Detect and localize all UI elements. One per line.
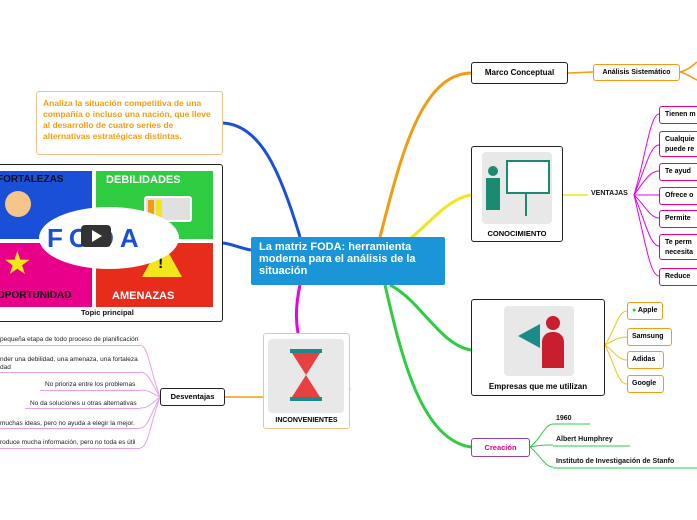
desventaja-1[interactable]: pequeña etapa de todo proceso de planifi… — [0, 336, 139, 343]
marco-conceptual-label: Marco Conceptual — [484, 68, 555, 77]
ventaja-item-3[interactable]: Te ayud — [659, 163, 697, 181]
star-icon: ★ — [3, 245, 32, 281]
central-topic[interactable]: La matriz FODA: herramienta moderna para… — [251, 237, 445, 285]
oportunidad-label: OPORTUNIDAD — [0, 290, 72, 301]
foda-logo-ellipse: FODA — [39, 207, 179, 269]
inconvenientes-label: INCONVENIENTES — [275, 417, 338, 424]
desventaja-5[interactable]: muchas ideas, pero no ayuda a elegir la … — [0, 420, 135, 427]
empresas-node[interactable]: Empresas que me utilizan — [471, 299, 605, 396]
empresa-apple-label: Apple — [637, 307, 658, 314]
desventajas-label: Desventajas — [170, 392, 215, 401]
oportunidad-quadrant: ★ OPORTUNIDAD — [0, 243, 92, 307]
conocimiento-node[interactable]: CONOCIMIENTO — [471, 146, 563, 242]
ventaja-item-7[interactable]: Reduce — [659, 268, 697, 286]
debilidades-label: DEBILIDADES — [106, 174, 181, 186]
empresa-samsung[interactable]: Samsung — [627, 328, 672, 346]
ventaja-text-7: Reduce — [665, 273, 691, 280]
empresa-google-label: Google — [632, 380, 657, 387]
ventaja-text-4: Ofrece o — [665, 192, 694, 199]
creacion-year[interactable]: 1960 — [556, 415, 572, 422]
desventajas-node[interactable]: Desventajas — [160, 388, 225, 406]
desventaja-2[interactable]: nder una debilidad, una amenaza, una for… — [0, 356, 138, 371]
megaphone-image — [504, 306, 574, 376]
empresas-label: Empresas que me utilizan — [488, 382, 588, 391]
ventaja-text-1: Tienen m — [665, 111, 696, 118]
ventaja-item-6[interactable]: Te perm necesita — [659, 234, 697, 260]
empresa-adidas[interactable]: Adidas — [627, 351, 664, 369]
muscle-icon — [5, 191, 31, 217]
fortalezas-label: FORTALEZAS — [0, 174, 64, 185]
analysis-note[interactable]: Analiza la situación competitiva de una … — [36, 91, 223, 155]
analisis-sistematico-node[interactable]: Análisis Sistemático — [593, 64, 680, 81]
ventaja-text-5: Permite — [665, 215, 691, 222]
analisis-sistematico-label: Análisis Sistemático — [602, 69, 671, 76]
hourglass-image — [268, 339, 344, 413]
ventajas-label[interactable]: VENTAJAS — [591, 190, 628, 197]
creacion-author[interactable]: Albert Humphrey — [556, 436, 613, 443]
ventaja-text-6: Te perm necesita — [665, 239, 694, 256]
play-button[interactable] — [81, 225, 111, 247]
empresa-google[interactable]: Google — [627, 375, 664, 393]
empresa-samsung-label: Samsung — [632, 333, 664, 340]
presenter-icon — [488, 166, 498, 176]
desventaja-3[interactable]: No prioriza entre los problemas — [45, 381, 136, 388]
creacion-institute[interactable]: Instituto de Investigación de Stanfo — [556, 458, 675, 465]
creacion-node[interactable]: Creación — [471, 438, 530, 457]
desventaja-4[interactable]: No da soluciones u otras alternativas — [30, 400, 137, 407]
person-icon — [546, 316, 560, 330]
ventaja-text-2: Cualquie puede re — [665, 136, 695, 153]
ventaja-item-5[interactable]: Permite — [659, 210, 697, 228]
empresa-adidas-label: Adidas — [632, 356, 656, 363]
marco-conceptual-node[interactable]: Marco Conceptual — [471, 62, 568, 84]
ventaja-item-4[interactable]: Ofrece o — [659, 187, 697, 205]
apple-icon: ● — [632, 307, 637, 314]
ventaja-text-3: Te ayud — [665, 168, 691, 175]
warning-mark: ! — [158, 255, 164, 272]
foda-caption: Topic principal — [81, 308, 134, 317]
ventaja-item-1[interactable]: Tienen m — [659, 106, 697, 124]
analysis-text: Analiza la situación competitiva de una … — [43, 98, 211, 141]
desventaja-6[interactable]: roduce mucha información, pero no toda e… — [0, 439, 136, 446]
ventaja-item-2[interactable]: Cualquie puede re — [659, 131, 697, 157]
presenter-image — [482, 152, 552, 224]
amenazas-label: AMENAZAS — [112, 290, 175, 302]
hourglass-icon — [290, 349, 322, 353]
conocimiento-label: CONOCIMIENTO — [487, 229, 547, 238]
empresa-apple[interactable]: ● Apple — [627, 302, 663, 320]
inconvenientes-node[interactable]: INCONVENIENTES — [263, 333, 350, 429]
creacion-label: Creación — [484, 443, 517, 452]
chart-board-icon — [506, 160, 550, 194]
foda-image-node[interactable]: FORTALEZAS DEBILIDADES ★ OPORTUNIDAD ! A… — [0, 164, 223, 322]
central-topic-title: La matriz FODA: herramienta moderna para… — [259, 241, 416, 277]
megaphone-icon — [518, 324, 540, 348]
